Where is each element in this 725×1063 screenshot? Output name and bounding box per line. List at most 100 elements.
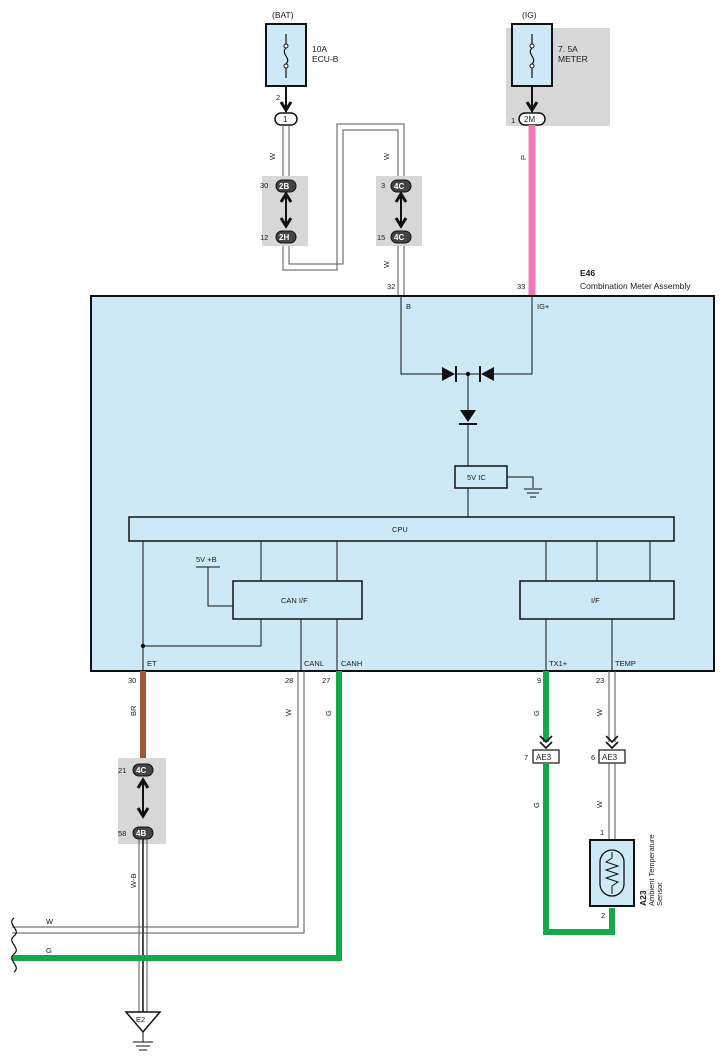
wire-label-wb: W-B — [129, 874, 138, 888]
wire-label-w2: W — [382, 152, 391, 160]
chevron-down-icon — [539, 741, 553, 750]
thermistor-icon — [599, 849, 625, 897]
arrow-down-icon — [279, 217, 293, 229]
wire-label-g-tx1: G — [532, 710, 541, 716]
sensor-pin-bot: 2 — [601, 911, 605, 920]
j4c-c-label: 4C — [136, 766, 146, 775]
ground-name: E2 — [136, 1015, 145, 1024]
bat-fuse-rating: 10A — [312, 44, 327, 54]
ig-fuse-rating: 7. 5A — [558, 44, 578, 54]
j4c-a-pin: 3 — [381, 181, 385, 190]
j4c-c-connector — [132, 763, 154, 777]
sensor-name-line2: Sensor — [655, 882, 664, 906]
wire-white-bat — [282, 123, 405, 296]
ae3-left-pin: 7 — [524, 753, 528, 762]
if-label: I/F — [591, 596, 600, 605]
terminal-b: B — [406, 302, 411, 311]
terminal-et: ET — [147, 659, 157, 668]
j2h-connector — [275, 230, 297, 244]
terminal-tx1: TX1+ — [549, 659, 568, 668]
arrow-down-icon — [525, 101, 539, 113]
terminal-canh: CANH — [341, 659, 362, 668]
j4b-pin: 58 — [118, 829, 126, 838]
arrow-down-icon — [136, 807, 150, 819]
wire-label-br: BR — [129, 705, 138, 716]
j4c-b-pin: 15 — [377, 233, 385, 242]
wire-label-g-bus: G — [46, 946, 52, 955]
pin-temp: 23 — [596, 676, 604, 685]
ig-supply-label: (IG) — [522, 10, 537, 20]
bat-fuse-icon — [283, 34, 289, 78]
j4b-label: 4B — [136, 829, 146, 838]
bat-supply-label: (BAT) — [272, 10, 294, 20]
if-block — [519, 580, 675, 620]
ig-fuse-name: METER — [558, 54, 588, 64]
bat-connector-label: 1 — [283, 115, 288, 124]
bat-connector — [274, 112, 298, 126]
cpu-block — [128, 516, 675, 542]
wire-label-p: P — [519, 155, 528, 160]
meter-pin-b: 32 — [387, 282, 395, 291]
can-if-label: CAN I/F — [281, 596, 308, 605]
terminal-canl: CANL — [304, 659, 324, 668]
pin-et: 30 — [128, 676, 136, 685]
ig-pin-label: 1 — [511, 116, 515, 125]
wire-white-temp — [608, 671, 616, 742]
arrow-up-icon — [394, 191, 408, 203]
wire-white-temp-lower — [608, 763, 616, 840]
5vb-label: 5V +B — [196, 555, 217, 564]
arrow-down-icon — [279, 101, 293, 113]
arrow-up-icon — [136, 777, 150, 789]
j4c-c-pin: 21 — [118, 766, 126, 775]
meter-name: Combination Meter Assembly — [580, 281, 691, 291]
arrow-down-icon — [394, 217, 408, 229]
meter-pin-ig: 33 — [517, 282, 525, 291]
j4c-b-connector — [390, 230, 412, 244]
ae3-right-connector — [598, 749, 626, 764]
ground-point-triangle — [124, 1011, 162, 1034]
chevron-down-icon — [605, 735, 619, 744]
ambient-sensor-box — [589, 839, 635, 907]
combination-meter-panel — [90, 295, 715, 672]
chevron-down-icon — [605, 741, 619, 750]
wire-green-canh — [12, 671, 342, 961]
sensor-code: A23 — [638, 890, 648, 906]
j2b-pin: 30 — [260, 181, 268, 190]
wire-label-w1: W — [268, 152, 277, 160]
meter-code: E46 — [580, 268, 595, 278]
ig-fuse-icon — [529, 34, 535, 78]
ground-icon — [524, 488, 542, 498]
wire-label-w-temp: W — [595, 708, 604, 716]
bat-fuse-name: ECU-B — [312, 54, 339, 64]
wire-white-black — [138, 839, 148, 1012]
j2h-pin: 12 — [260, 233, 268, 242]
pin-tx1: 9 — [537, 676, 541, 685]
terminal-temp: TEMP — [615, 659, 636, 668]
sensor-name-line1: Ambient Temperature — [647, 834, 656, 906]
bat-pin-label: 2 — [276, 93, 280, 102]
ae3-right-label: AE3 — [602, 753, 618, 762]
5v-ic-label: 5V IC — [467, 473, 486, 482]
cpu-label: CPU — [392, 525, 408, 534]
pin-canh: 27 — [322, 676, 330, 685]
pin-canl: 28 — [285, 676, 293, 685]
wire-green-sensor — [543, 763, 615, 935]
j2h-label: 2H — [279, 233, 289, 242]
chevron-down-icon — [539, 735, 553, 744]
ig-connector-label: 2M — [524, 115, 535, 124]
sensor-pin-top: 1 — [600, 828, 604, 837]
wire-label-w-bus: W — [46, 917, 54, 926]
ground-icon — [133, 1041, 153, 1051]
arrow-up-icon — [279, 191, 293, 203]
wire-label-w3: W — [382, 260, 391, 268]
wire-label-g-sensor: G — [532, 802, 541, 808]
can-if-block — [232, 580, 363, 620]
wire-break-icon — [11, 917, 17, 973]
wire-label-g-canh: G — [324, 710, 333, 716]
ae3-left-label: AE3 — [536, 753, 552, 762]
wire-label-w-temp2: W — [595, 800, 604, 808]
terminal-ig: IG+ — [537, 302, 550, 311]
j4c-a-label: 4C — [394, 182, 404, 191]
wire-label-w-canl: W — [284, 708, 293, 716]
